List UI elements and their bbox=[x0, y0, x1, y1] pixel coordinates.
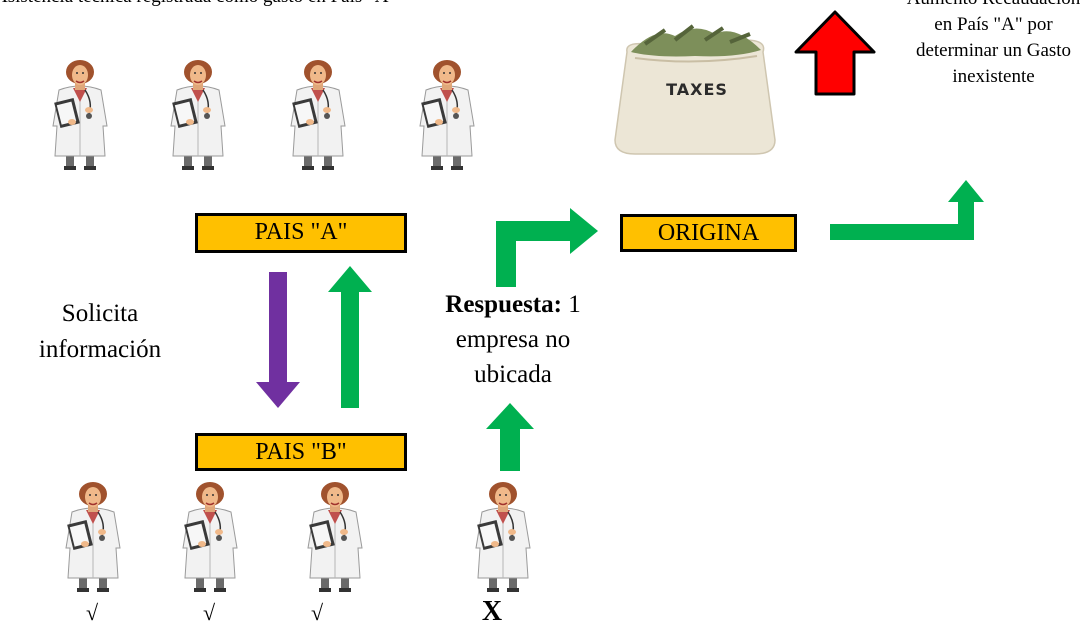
check-mark: √ bbox=[310, 600, 324, 625]
green-up-arrow-icon bbox=[486, 403, 534, 471]
red-up-arrow-icon bbox=[794, 10, 876, 96]
response-rest: 1 empresa no ubicada bbox=[455, 291, 581, 388]
bag-label: TAXES bbox=[666, 80, 728, 99]
green-bent-arrow-icon bbox=[496, 208, 598, 287]
x-mark: X bbox=[481, 596, 503, 627]
top-caption: Asistencia técnica registrada como gasto… bbox=[0, 0, 396, 8]
response-label: Respuesta: 1 empresa no ubicada bbox=[420, 287, 606, 392]
check-mark: √ bbox=[202, 600, 216, 625]
tax-increase-note: Aumento Recaudación en País "A" por dete… bbox=[907, 0, 1081, 87]
origina-box: ORIGINA bbox=[620, 214, 797, 252]
purple-down-arrow-icon bbox=[256, 272, 300, 408]
money-bag-icon bbox=[614, 24, 776, 155]
green-bent-arrow-icon bbox=[830, 180, 984, 240]
request-info-label: Solicita información bbox=[38, 300, 162, 363]
response-bold: Respuesta: bbox=[445, 291, 562, 318]
pais-b-box: PAIS "B" bbox=[195, 433, 407, 471]
check-mark: √ bbox=[85, 600, 99, 625]
pais-a-box: PAIS "A" bbox=[195, 213, 407, 253]
green-up-arrow-icon bbox=[328, 266, 372, 408]
